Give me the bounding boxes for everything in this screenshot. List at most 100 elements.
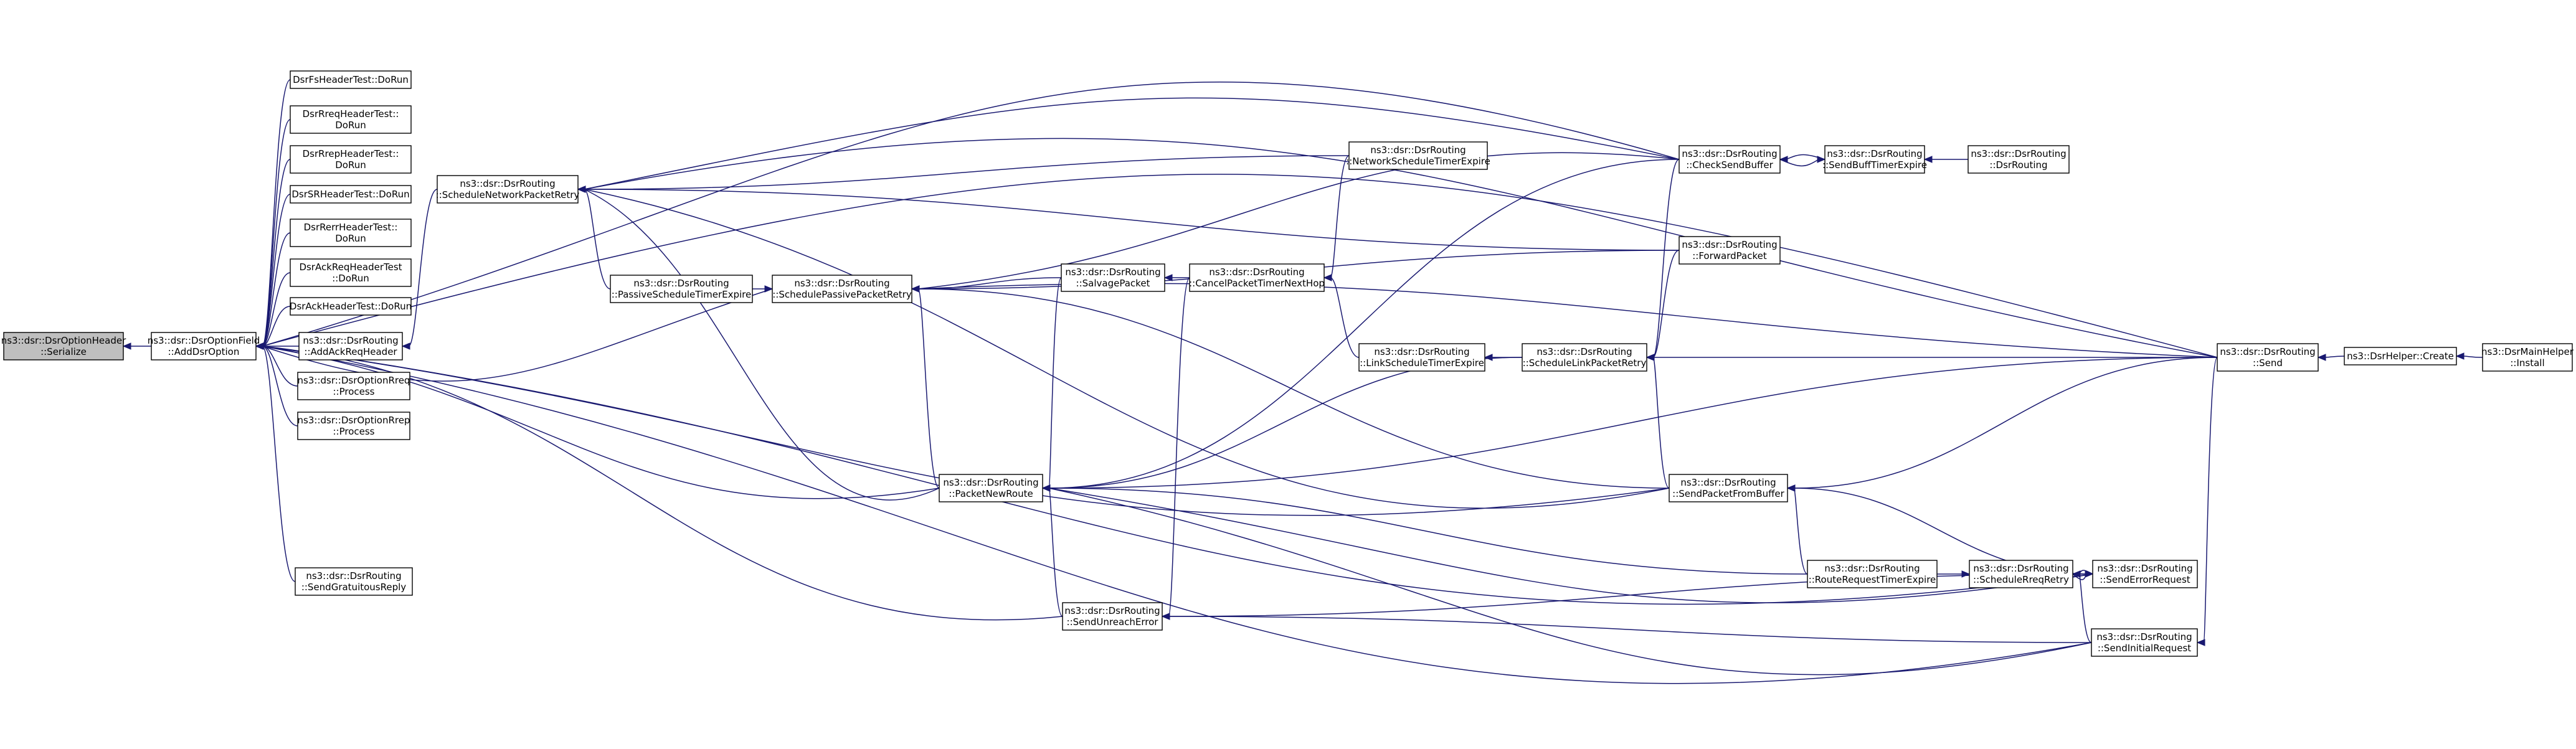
node-sendInitialRequest[interactable]: ns3::dsr::DsrRouting::SendInitialRequest	[2091, 628, 2198, 657]
node-label-line: DsrRrepHeaderTest::	[303, 148, 399, 159]
edge-line	[1652, 159, 1680, 358]
node-box	[2091, 628, 2198, 657]
node-label-line: ::SendGratuitousReply	[301, 582, 406, 593]
node-label-line: ns3::dsr::DsrRouting	[943, 477, 1038, 488]
node-label-line: ::AddDsrOption	[168, 346, 240, 357]
call-edge-salvagePacket-to-packetNewRoute	[1041, 277, 1062, 492]
node-rrepHdr[interactable]: DsrRrepHeaderTest::DoRun	[290, 145, 412, 174]
node-label-line: ns3::dsr::DsrRouting	[794, 278, 889, 289]
edge-line	[1652, 250, 1680, 358]
node-rerrHdr[interactable]: DsrRerrHeaderTest::DoRun	[290, 219, 412, 247]
edge-line	[262, 306, 291, 347]
edge-line	[2078, 573, 2092, 643]
node-box	[1679, 145, 1781, 174]
node-label-line: ns3::dsr::DsrOptionHeader	[1, 335, 126, 346]
node-label-line: ::SalvagePacket	[1076, 278, 1150, 289]
edge-arrowhead	[2455, 352, 2465, 360]
node-label-line: ::Process	[333, 386, 374, 397]
edge-line	[262, 288, 773, 382]
edge-arrowhead	[764, 285, 774, 293]
edge-line	[262, 346, 2092, 684]
node-box	[3, 332, 124, 360]
edge-line	[1330, 155, 1350, 278]
node-label-line: ns3::dsr::DsrRouting	[1971, 148, 2066, 159]
call-edge-ackReqHdr-to-addDsrOption	[255, 272, 291, 350]
call-edge-scheduleRreqRetry-to-sendErrorRequest	[2072, 570, 2094, 580]
edge-arrowhead	[1786, 484, 1796, 492]
node-serialize[interactable]: ns3::dsr::DsrOptionHeader::Serialize	[1, 332, 126, 360]
call-edge-rrepHdr-to-addDsrOption	[255, 159, 291, 350]
node-label-line: ::SendInitialRequest	[2098, 643, 2191, 654]
node-label-line: ::Process	[333, 426, 374, 437]
edge-line	[1048, 488, 1808, 575]
call-edge-linkScheduleTimerExpire-to-cancelPacketTimerNextHop	[1323, 274, 1360, 358]
node-salvagePacket[interactable]: ns3::dsr::DsrRouting::SalvagePacket	[1061, 263, 1165, 292]
node-sendPacketFromBuffer[interactable]: ns3::dsr::DsrRouting::SendPacketFromBuff…	[1669, 474, 1788, 502]
node-mainHelperInstall[interactable]: ns3::DsrMainHelper::Install	[2481, 343, 2574, 372]
node-box	[1968, 145, 2070, 174]
edge-arrowhead	[401, 342, 410, 350]
call-edge-networkScheduleTimerExpire-to-cancelPacketTimerNextHop	[1323, 155, 1350, 281]
edge-line	[262, 174, 2218, 358]
node-helperCreate[interactable]: ns3::DsrHelper::Create	[2344, 347, 2457, 365]
call-edge-sendUnreachError-to-packetNewRoute	[1041, 484, 1063, 617]
node-box	[1807, 560, 1938, 588]
node-box	[151, 332, 257, 360]
call-edge-sendPacketFromBuffer-to-scheduleNetworkPacketRetry	[577, 186, 1670, 509]
call-edge-send-to-packetNewRoute	[1041, 357, 2218, 492]
node-rreqProcess[interactable]: ns3::dsr::DsrOptionRreq::Process	[297, 372, 410, 400]
node-rreqHdr[interactable]: DsrRreqHeaderTest::DoRun	[290, 105, 412, 134]
node-sendGratuitousReply[interactable]: ns3::dsr::DsrRouting::SendGratuitousRepl…	[295, 567, 413, 596]
node-label-line: ::DoRun	[332, 273, 369, 284]
node-fsHdr[interactable]: DsrFsHeaderTest::DoRun	[290, 70, 412, 89]
node-sendErrorRequest[interactable]: ns3::dsr::DsrRouting::SendErrorRequest	[2092, 560, 2198, 588]
node-packetNewRoute[interactable]: ns3::dsr::DsrRouting::PacketNewRoute	[939, 474, 1043, 502]
node-cancelPacketTimerNextHop[interactable]: ns3::dsr::DsrRouting::CancelPacketTimerN…	[1189, 263, 1325, 292]
node-schedulePassivePacketRetry[interactable]: ns3::dsr::DsrRouting::SchedulePassivePac…	[772, 275, 912, 303]
node-label-line: ::SendErrorRequest	[2100, 574, 2190, 585]
node-srHdr[interactable]: DsrSRHeaderTest::DoRun	[290, 185, 412, 204]
edge-arrowhead	[255, 342, 264, 350]
edge-line	[262, 119, 291, 347]
node-send[interactable]: ns3::dsr::DsrRouting::Send	[2217, 343, 2319, 372]
node-label-line: ns3::dsr::DsrRouting	[2220, 346, 2315, 357]
node-addAckReqHeader[interactable]: ns3::dsr::DsrRouting::AddAckReqHeader	[298, 332, 403, 360]
node-label-line: ::Send	[2253, 357, 2283, 369]
node-label-line: ::Install	[2510, 357, 2544, 369]
call-edge-srHdr-to-addDsrOption	[255, 194, 291, 350]
node-label-line: ns3::dsr::DsrRouting	[1680, 477, 1776, 488]
call-edge-addDsrOption-to-serialize	[122, 342, 151, 350]
node-networkScheduleTimerExpire[interactable]: ns3::dsr::DsrRouting::NetworkScheduleTim…	[1346, 141, 1490, 170]
node-rrepProcess[interactable]: ns3::dsr::DsrOptionRrep::Process	[297, 412, 410, 440]
call-edge-packetNewRoute-to-schedulePassivePacketRetry	[911, 285, 940, 489]
node-scheduleLinkPacketRetry[interactable]: ns3::dsr::DsrRouting::ScheduleLinkPacket…	[1522, 343, 1647, 372]
node-ackHdr[interactable]: DsrAckHeaderTest::DoRun	[290, 297, 412, 316]
node-label-line: ::CheckSendBuffer	[1686, 159, 1773, 171]
node-addDsrOption[interactable]: ns3::dsr::DsrOptionField::AddDsrOption	[148, 332, 260, 360]
node-sendBuffTimerExpire[interactable]: ns3::dsr::DsrRouting::SendBuffTimerExpir…	[1822, 145, 1927, 174]
call-edge-passiveScheduleTimerExpire-to-schedulePassivePacketRetry	[752, 285, 774, 293]
node-label-line: ns3::dsr::DsrRouting	[306, 570, 401, 582]
edge-arrowhead	[2072, 570, 2081, 578]
edge-line	[1168, 616, 2092, 643]
node-linkScheduleTimerExpire[interactable]: ns3::dsr::DsrRouting::LinkScheduleTimerE…	[1358, 343, 1485, 372]
node-dsrRoutingCtor[interactable]: ns3::dsr::DsrRouting::DsrRouting	[1968, 145, 2070, 174]
node-box	[297, 412, 410, 440]
node-sendUnreachError[interactable]: ns3::dsr::DsrRouting::SendUnreachError	[1062, 602, 1163, 631]
node-ackReqHdr[interactable]: DsrAckReqHeaderTest::DoRun	[290, 258, 412, 287]
node-box	[610, 275, 753, 303]
node-scheduleRreqRetry[interactable]: ns3::dsr::DsrRouting::ScheduleRreqRetry	[1969, 560, 2073, 588]
node-forwardPacket[interactable]: ns3::dsr::DsrRouting::ForwardPacket	[1679, 236, 1781, 265]
node-scheduleNetworkPacketRetry[interactable]: ns3::dsr::DsrRouting::ScheduleNetworkPac…	[436, 175, 580, 204]
edge-line	[1048, 277, 1062, 489]
call-edge-sendPacketFromBuffer-to-schedulePassivePacketRetry	[911, 285, 1670, 489]
edge-arrowhead	[2196, 639, 2205, 646]
node-label-line: ns3::dsr::DsrRouting	[1824, 563, 1920, 574]
node-passiveScheduleTimerExpire[interactable]: ns3::dsr::DsrRouting::PassiveScheduleTim…	[610, 275, 753, 303]
node-label-line: ::ScheduleLinkPacketRetry	[1523, 357, 1647, 369]
node-checkSendBuffer[interactable]: ns3::dsr::DsrRouting::CheckSendBuffer	[1679, 145, 1781, 174]
node-label-line: ::SendUnreachError	[1067, 616, 1159, 628]
node-routeRequestTimerExpire[interactable]: ns3::dsr::DsrRouting::RouteRequestTimerE…	[1807, 560, 1938, 588]
edge-arrowhead	[1041, 484, 1051, 492]
